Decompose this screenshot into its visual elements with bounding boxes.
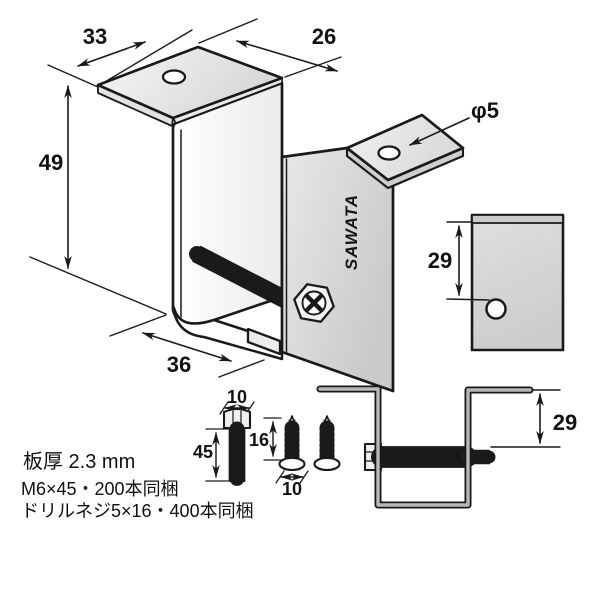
- extension-lines: [29, 18, 342, 378]
- mid-flange: [345, 113, 465, 190]
- ext-line: [109, 314, 167, 337]
- dim-arrow: [236, 40, 338, 72]
- hardware-screw-1: [278, 415, 306, 472]
- ext-line: [446, 298, 490, 301]
- dimension-10-screw: 10: [275, 470, 309, 499]
- profile-bolt: [363, 442, 496, 472]
- bolt-head: [222, 407, 252, 430]
- side-view-top-strip: [471, 214, 564, 224]
- profile-view: 29: [316, 385, 577, 509]
- dim-label: 29: [553, 410, 577, 435]
- main-isometric-view: SAWATA 33 26 49 36 φ5: [29, 18, 499, 393]
- dim-label: 10: [227, 387, 247, 407]
- screw-head-base: [315, 466, 339, 471]
- notes-block: 板厚 2.3 mm M6×45・200本同梱 ドリルネジ5×16・400本同梱: [21, 450, 254, 521]
- flange-top: [345, 113, 465, 182]
- top-plate: [96, 45, 284, 127]
- dimension-36: 36: [142, 332, 232, 377]
- dim-tick: [299, 470, 309, 484]
- note-bolt-included: M6×45・200本同梱: [21, 479, 179, 499]
- rod-threads: [189, 246, 296, 309]
- hardware-bolt: 10 45: [193, 387, 255, 489]
- dimension-16-screw: 16: [249, 417, 282, 461]
- leader-line: [409, 117, 470, 146]
- phillips-cross: [304, 293, 324, 313]
- profile-section-core: [318, 387, 532, 507]
- side-view-body: [470, 213, 565, 352]
- dimension-26: 26: [236, 24, 338, 72]
- dim-label: 29: [428, 248, 452, 273]
- dimension-49: 49: [39, 85, 72, 269]
- hardware-screw-2: [313, 415, 341, 472]
- hardware-group: 10 45: [193, 387, 341, 499]
- dim-label: 10: [282, 479, 302, 499]
- top-plate-hole: [161, 69, 187, 85]
- ext-line: [284, 56, 342, 78]
- dim-label: 33: [83, 24, 107, 49]
- threaded-rod: [189, 245, 296, 310]
- rod-edge: [199, 245, 293, 295]
- note-plate-thickness: 板厚 2.3 mm: [23, 450, 135, 473]
- screw-head-base: [280, 466, 304, 471]
- hole-diameter-label: φ5: [471, 98, 499, 123]
- ext-line: [29, 256, 167, 315]
- dimension-29-side: 29: [428, 221, 490, 301]
- ext-line: [218, 359, 265, 378]
- side-view-hole: [485, 298, 507, 320]
- flange-hole: [377, 145, 401, 161]
- dim-label: 26: [312, 24, 336, 49]
- dim-label: 16: [249, 430, 269, 450]
- label-phi5: φ5: [409, 98, 499, 146]
- dim-label: 36: [167, 352, 191, 377]
- side-view: 29: [428, 213, 565, 352]
- brand-logo: SAWATA: [342, 194, 361, 270]
- right-wall: [280, 146, 395, 393]
- dimension-29-profile: 29: [490, 389, 577, 448]
- dim-arrow: [77, 41, 146, 67]
- hex-bolt-head: [293, 283, 335, 323]
- dim-arrow: [142, 332, 232, 362]
- rod-edge: [192, 260, 286, 310]
- return-foot: [246, 327, 282, 356]
- ext-line: [47, 64, 99, 88]
- note-screw-included: ドリルネジ5×16・400本同梱: [21, 501, 254, 521]
- dimension-33: 33: [77, 24, 146, 67]
- dim-label: 45: [193, 442, 213, 462]
- dimension-45-bolt: 45: [193, 428, 229, 482]
- dim-label: 49: [39, 150, 63, 175]
- ext-line: [198, 18, 258, 44]
